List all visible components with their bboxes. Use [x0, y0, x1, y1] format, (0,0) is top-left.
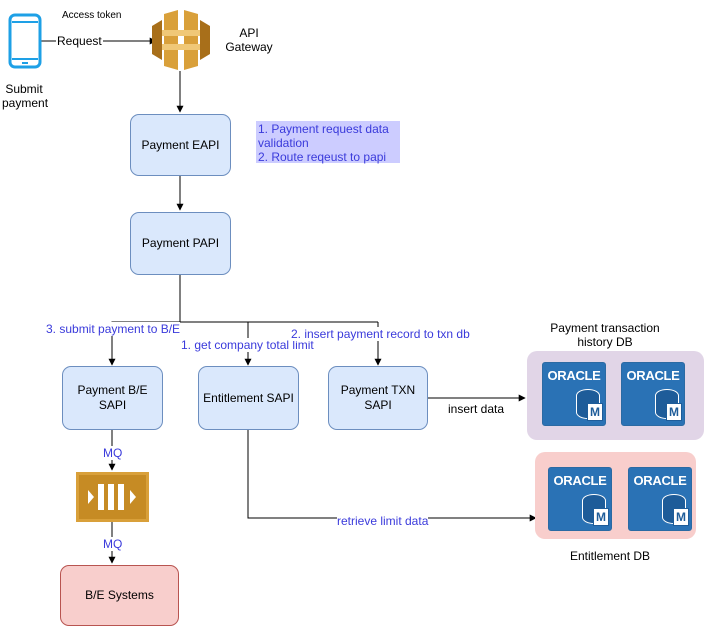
entitlement-sapi-label: Entitlement SAPI [203, 390, 294, 405]
be-systems-node: B/E Systems [60, 565, 179, 626]
payment-eapi-node: Payment EAPI [130, 114, 231, 176]
retrieve-limit-label: retrieve limit data [337, 514, 429, 528]
access-token-label: Access token [62, 10, 122, 21]
payment-eapi-label: Payment EAPI [141, 137, 220, 152]
entitlement-db-title: Entitlement DB [570, 549, 651, 563]
insert-data-label: insert data [448, 402, 505, 416]
edge-papi-split [108, 275, 181, 366]
request-label: Request [56, 34, 103, 48]
payment-papi-label: Payment PAPI [141, 236, 220, 250]
api-gateway-icon [152, 10, 210, 70]
entitlement-sapi-node: Entitlement SAPI [198, 366, 299, 430]
submit-be-label: 3. submit payment to B/E [46, 322, 181, 336]
mq-label-top: MQ [103, 446, 123, 460]
mq-label-bottom: MQ [103, 537, 123, 551]
eapi-note: 1. Payment request data validation 2. Ro… [256, 121, 400, 164]
payment-papi-node: Payment PAPI [130, 212, 231, 275]
mobile-phone-icon [8, 13, 42, 69]
get-limit-label: 1. get company total limit [181, 338, 314, 352]
be-systems-label: B/E Systems [85, 588, 154, 602]
edge-ent-db [247, 430, 537, 522]
insert-txn-label: 2. insert payment record to txn db [291, 327, 470, 341]
message-queue-icon [76, 472, 149, 522]
